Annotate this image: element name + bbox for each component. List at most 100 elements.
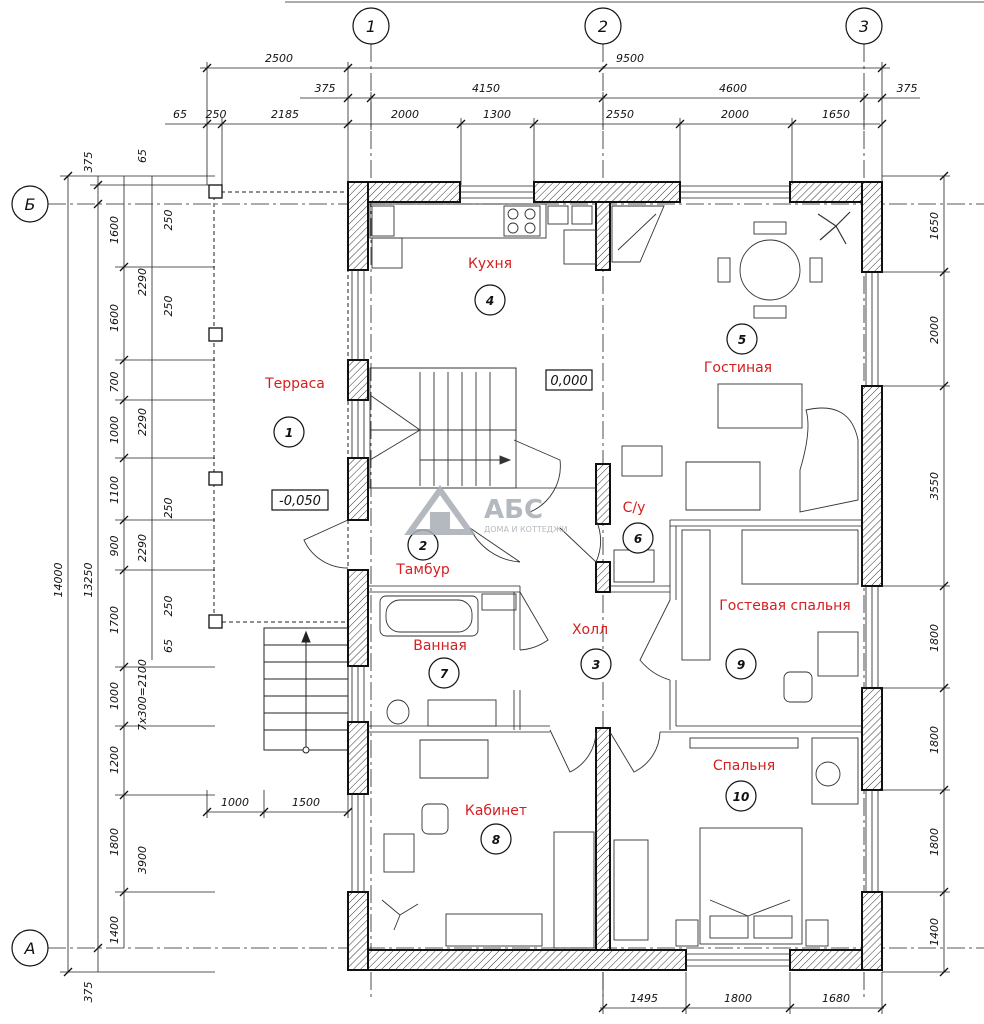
svg-text:2000: 2000	[928, 316, 941, 344]
svg-text:Кабинет: Кабинет	[465, 803, 527, 819]
svg-text:250: 250	[206, 108, 227, 121]
svg-text:1: 1	[285, 426, 293, 440]
svg-text:2550: 2550	[606, 108, 634, 121]
svg-text:1800: 1800	[928, 726, 941, 754]
study-furniture	[381, 739, 595, 949]
svg-text:1300: 1300	[483, 108, 511, 121]
top-dimensions: 2500 9500 375 4150 4600 375 65 250 2185 …	[165, 52, 920, 185]
left-dimensions: 14000 13250 375 1600 1600 700 1000 1100 …	[52, 149, 215, 1003]
svg-text:3: 3	[592, 658, 600, 672]
svg-text:1200: 1200	[108, 746, 121, 774]
bottom-dimensions: 1495 1800 1680	[598, 972, 887, 1014]
svg-text:3900: 3900	[136, 846, 149, 874]
axis-bubble-b: Б	[11, 185, 49, 223]
svg-text:14000: 14000	[52, 563, 65, 598]
svg-text:65: 65	[136, 149, 149, 163]
svg-text:4600: 4600	[719, 82, 747, 95]
svg-text:2290: 2290	[136, 268, 149, 296]
staircase	[369, 367, 517, 489]
svg-text:2000: 2000	[391, 108, 419, 121]
svg-text:1680: 1680	[822, 992, 850, 1005]
svg-text:8: 8	[492, 833, 500, 847]
room-label-bathroom: Ванная 7	[413, 638, 467, 689]
level-floor: 0,000	[545, 369, 593, 391]
svg-text:9500: 9500	[616, 52, 644, 65]
guest-bedroom-furniture	[681, 529, 859, 703]
axis-bubble-3: 3	[845, 7, 883, 45]
terrace: 1000 1500	[202, 184, 353, 818]
right-dimensions: 1650 2000 3550 1800 1800 1800 1400	[882, 171, 950, 977]
svg-text:1600: 1600	[108, 216, 121, 244]
svg-text:1100: 1100	[108, 476, 121, 504]
svg-text:1650: 1650	[822, 108, 850, 121]
svg-text:250: 250	[162, 296, 175, 317]
svg-text:ДОМА И КОТТЕДЖИ: ДОМА И КОТТЕДЖИ	[484, 525, 568, 534]
svg-text:Гостиная: Гостиная	[704, 360, 772, 376]
bathroom-furniture	[379, 549, 655, 727]
svg-text:-0,050: -0,050	[279, 494, 321, 509]
svg-text:Спальня: Спальня	[713, 758, 775, 774]
svg-text:375: 375	[897, 82, 918, 95]
svg-text:4: 4	[485, 294, 494, 308]
level-terrace: -0,050	[271, 489, 329, 511]
svg-text:Тамбур: Тамбур	[395, 562, 450, 578]
room-label-living: 5 Гостиная	[704, 323, 772, 376]
svg-text:Ванная: Ванная	[413, 638, 467, 654]
room-label-kitchen: Кухня 4	[468, 256, 512, 316]
doors	[303, 439, 671, 773]
room-label-bedroom: Спальня 10	[713, 758, 775, 812]
svg-text:65: 65	[162, 639, 175, 653]
svg-text:1650: 1650	[928, 212, 941, 240]
svg-text:Гостевая спальня: Гостевая спальня	[719, 598, 850, 614]
svg-text:2290: 2290	[136, 408, 149, 436]
svg-text:9: 9	[737, 658, 745, 672]
svg-text:900: 900	[108, 536, 121, 557]
svg-text:250: 250	[162, 210, 175, 231]
svg-text:3: 3	[859, 17, 869, 36]
room-label-vestibule: 2 Тамбур	[395, 529, 450, 578]
svg-text:1000: 1000	[221, 796, 249, 809]
axis-bubble-a: А	[11, 929, 49, 967]
svg-text:2185: 2185	[271, 108, 299, 121]
svg-text:2: 2	[598, 17, 608, 36]
svg-text:1400: 1400	[928, 918, 941, 946]
svg-text:250: 250	[162, 498, 175, 519]
axis-bubble-1: 1	[352, 7, 390, 45]
bedroom-furniture	[613, 737, 859, 947]
svg-text:13250: 13250	[82, 563, 95, 598]
walls	[347, 181, 883, 971]
svg-text:375: 375	[315, 82, 336, 95]
svg-text:А: А	[24, 939, 36, 958]
svg-text:С/у: С/у	[623, 500, 646, 516]
svg-text:1800: 1800	[928, 624, 941, 652]
svg-text:Терраса: Терраса	[264, 376, 325, 392]
room-label-hall: Холл 3	[572, 622, 612, 680]
svg-text:250: 250	[162, 596, 175, 617]
svg-text:4150: 4150	[472, 82, 500, 95]
kitchen-furniture	[369, 203, 665, 269]
svg-text:6: 6	[634, 532, 642, 546]
svg-text:Холл: Холл	[572, 622, 608, 638]
svg-text:1000: 1000	[108, 416, 121, 444]
svg-text:1700: 1700	[108, 606, 121, 634]
svg-text:Б: Б	[25, 195, 36, 214]
axis-bubble-2: 2	[584, 7, 622, 45]
svg-text:5: 5	[738, 333, 746, 347]
svg-text:7x300=2100: 7x300=2100	[136, 659, 149, 731]
svg-text:1400: 1400	[108, 916, 121, 944]
svg-text:2290: 2290	[136, 534, 149, 562]
svg-text:1: 1	[366, 17, 376, 36]
stair-dims: 1000 1500	[202, 790, 353, 818]
room-label-study: Кабинет 8	[465, 803, 527, 855]
room-label-guest-bedroom: Гостевая спальня 9	[719, 598, 851, 680]
svg-text:3550: 3550	[928, 472, 941, 500]
company-logo: АБС ДОМА И КОТТЕДЖИ	[404, 484, 568, 535]
partitions	[368, 487, 862, 733]
living-furniture	[621, 211, 859, 513]
svg-text:2000: 2000	[721, 108, 749, 121]
svg-text:0,000: 0,000	[550, 374, 587, 389]
svg-text:1600: 1600	[108, 304, 121, 332]
svg-text:АБС: АБС	[484, 495, 543, 525]
svg-text:1800: 1800	[724, 992, 752, 1005]
svg-text:65: 65	[173, 108, 187, 121]
